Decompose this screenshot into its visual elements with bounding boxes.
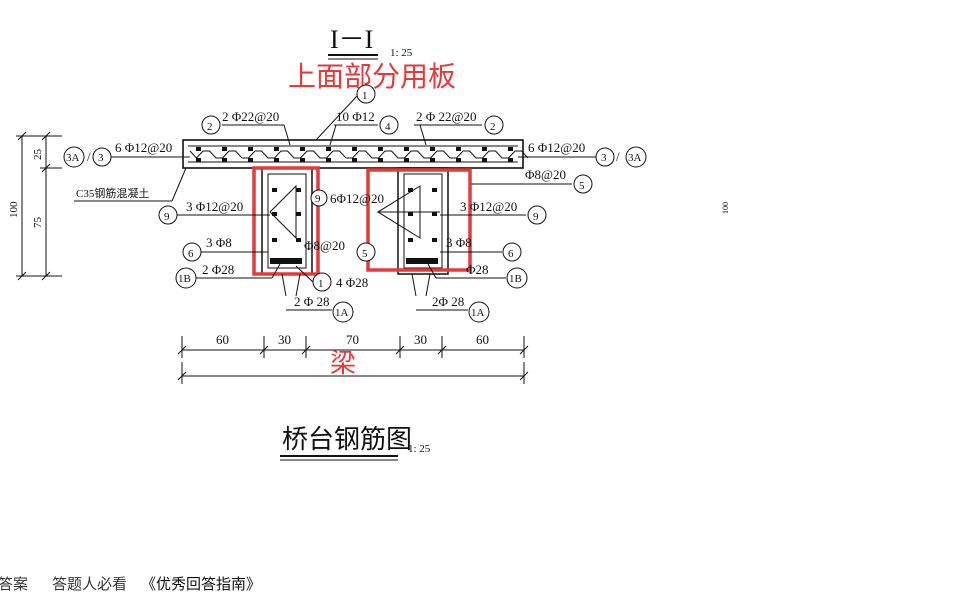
slab-outline (182, 139, 524, 169)
marker-9-left-label: 9 (164, 211, 170, 223)
label-mid-beam: 6Φ12@20 (330, 191, 384, 206)
marker-3a-right-label: 3A (628, 152, 642, 164)
slab-rebar-dots (196, 147, 513, 162)
label-top-right: 2 Φ 22@20 (416, 109, 476, 124)
marker-5-right (573, 174, 593, 194)
label-left-bottom: 2 Φ28 (202, 262, 234, 277)
marker-4-label: 4 (385, 121, 391, 133)
footer-must-read: 答题人必看 (52, 574, 128, 593)
marker-1-bottom-label: 1 (318, 278, 324, 290)
label-left-1a: 2 Φ 28 (294, 294, 330, 309)
section-scale: 1: 25 (390, 47, 413, 59)
highlight-right-beam (366, 168, 472, 272)
main-scale: 1: 25 (408, 443, 431, 455)
marker-3-left-label: 3 (98, 152, 104, 164)
rebar-drawing: I－I 1: 25 上面部分用板 1 2 2 Φ22@20 10 Φ12 4 2… (8, 25, 730, 461)
marker-2-right (484, 115, 504, 135)
slab-zigzag (189, 150, 529, 159)
marker-3-right (595, 147, 615, 167)
marker-2-left (201, 115, 221, 135)
marker-2-left-label: 2 (207, 121, 213, 133)
marker-1a-left (332, 301, 354, 323)
label-right-bar6: 3 Φ8 (446, 235, 472, 250)
label-left-slab: 6 Φ12@20 (115, 140, 172, 155)
svg-text:/: / (87, 149, 91, 164)
footer-bar: 答案 答题人必看 《优秀回答指南》 (0, 568, 965, 598)
drawing-canvas: I－I 1: 25 上面部分用板 1 2 2 Φ22@20 10 Φ12 4 2… (8, 25, 730, 461)
highlight-left-beam (252, 166, 320, 276)
marker-1b-right (506, 267, 528, 289)
marker-6-right-label: 6 (508, 248, 514, 260)
svg-text:100: 100 (721, 202, 730, 214)
marker-6-right (502, 242, 522, 262)
marker-6-left-label: 6 (188, 248, 194, 260)
dim-bottom-2: 70 (346, 332, 359, 347)
bottom-dimensions: 60 30 70 30 60 (177, 332, 529, 358)
svg-text:/: / (616, 149, 620, 164)
marker-5-mid (356, 242, 376, 262)
marker-1b-right-label: 1B (509, 273, 522, 285)
label-right-stirrup: Φ8@20 (525, 167, 566, 182)
dim-height-bottom: 75 (32, 217, 44, 229)
marker-3a-left-label: 3A (66, 152, 80, 164)
dim-bottom-4: 60 (476, 332, 489, 347)
label-top-left: 2 Φ22@20 (222, 109, 279, 124)
annotation-beam: 梁 (330, 349, 356, 379)
label-right-1a: 2Φ 28 (432, 294, 464, 309)
footer-guide-link[interactable]: 《优秀回答指南》 (141, 574, 262, 593)
marker-3a-right (625, 146, 647, 168)
marker-1b-left-label: 1B (178, 273, 191, 285)
marker-1a-right-label: 1A (471, 307, 485, 319)
marker-9-right-label: 9 (533, 211, 539, 223)
dim-height-total: 100 (8, 201, 20, 218)
marker-3-right-label: 3 (601, 152, 607, 164)
label-left-bar6: 3 Φ8 (206, 235, 232, 250)
label-right-bottom: Φ28 (466, 262, 489, 277)
dim-bottom-3: 30 (414, 332, 427, 347)
marker-3a-left (63, 146, 85, 168)
label-top-mid: 10 Φ12 (336, 109, 375, 124)
label-left-beam: 3 Φ12@20 (186, 199, 243, 214)
main-title: 桥台钢筋图 (282, 425, 412, 454)
label-concrete: C35钢筋混凝土 (76, 186, 149, 200)
dim-bottom-0: 60 (216, 332, 229, 347)
label-right-slab: 6 Φ12@20 (528, 140, 585, 155)
label-mid-bottom: 4 Φ28 (336, 275, 368, 290)
marker-5-right-label: 5 (579, 180, 585, 192)
marker-4 (379, 115, 399, 135)
marker-5-mid-label: 5 (362, 248, 368, 260)
dim-bottom-1: 30 (278, 332, 291, 347)
marker-1-top-label: 1 (362, 90, 368, 102)
marker-9-right (527, 205, 547, 225)
marker-1a-left-label: 1A (335, 307, 349, 319)
marker-2-right-label: 2 (490, 121, 496, 133)
label-right-beam: 3 Φ12@20 (460, 199, 517, 214)
footer-answer-link[interactable]: 答案 (0, 574, 29, 593)
svg-text:9: 9 (315, 193, 321, 205)
marker-1-top (356, 84, 376, 104)
right-beam-outline (397, 167, 449, 275)
section-title: I－I (330, 25, 373, 54)
marker-1a-right (468, 301, 490, 323)
label-mid-stirrup: Φ8@20 (304, 238, 345, 253)
dim-height-top: 25 (32, 149, 44, 161)
